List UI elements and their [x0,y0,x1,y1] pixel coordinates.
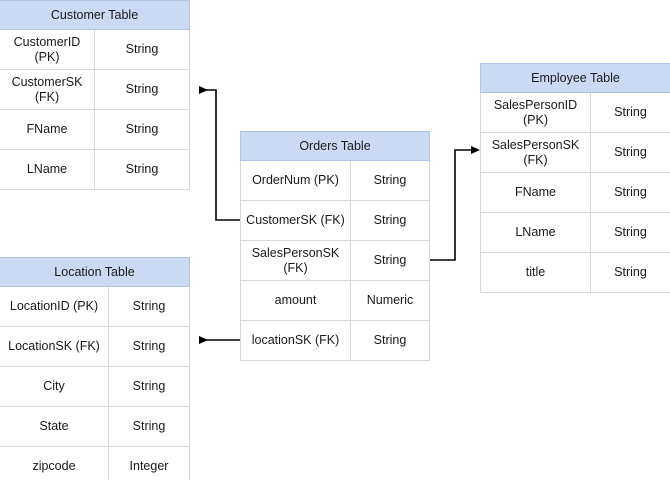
field-type-cell: String [590,173,670,213]
field-name-cell: City [0,367,108,407]
field-type-cell: String [94,150,190,190]
table-row: CustomerID (PK) String [0,30,190,70]
field-type-cell: String [350,201,430,241]
table-row: CustomerSK (FK) String [240,201,430,241]
table-row: LName String [480,213,670,253]
field-type-cell: String [350,241,430,281]
field-type-cell: String [590,133,670,173]
field-name-cell: SalesPersonID (PK) [480,93,590,133]
field-type-cell: Integer [108,447,190,480]
entity-title-location: Location Table [0,257,190,287]
field-type-cell: String [590,253,670,293]
field-type-cell: String [350,321,430,361]
field-type-cell: Numeric [350,281,430,321]
field-type-cell: String [94,30,190,70]
field-name-cell: CustomerID (PK) [0,30,94,70]
field-name-cell: OrderNum (PK) [240,161,350,201]
connector-orders-to-employee[interactable] [430,146,480,261]
field-name-cell: FName [0,110,94,150]
table-row: OrderNum (PK) String [240,161,430,201]
field-type-cell: String [590,213,670,253]
field-type-cell: String [94,110,190,150]
field-name-cell: SalesPersonSK (FK) [240,241,350,281]
field-name-cell: LocationID (PK) [0,287,108,327]
field-name-cell: LocationSK (FK) [0,327,108,367]
field-name-cell: amount [240,281,350,321]
field-name-cell: locationSK (FK) [240,321,350,361]
table-row: LName String [0,150,190,190]
table-row: SalesPersonSK (FK) String [480,133,670,173]
entity-rows-employee: SalesPersonID (PK) String SalesPersonSK … [480,93,670,293]
connector-orders-to-customer[interactable] [199,86,240,221]
table-row: FName String [480,173,670,213]
field-type-cell: String [94,70,190,110]
field-name-cell: zipcode [0,447,108,480]
entity-rows-orders: OrderNum (PK) String CustomerSK (FK) Str… [240,161,430,361]
entity-rows-customer: CustomerID (PK) String CustomerSK (FK) S… [0,30,190,190]
field-name-cell: LName [0,150,94,190]
entity-location-table[interactable]: Location Table LocationID (PK) String Lo… [0,257,190,480]
table-row: LocationSK (FK) String [0,327,190,367]
field-name-cell: State [0,407,108,447]
table-row: State String [0,407,190,447]
field-name-cell: CustomerSK (FK) [240,201,350,241]
entity-title-customer: Customer Table [0,0,190,30]
entity-rows-location: LocationID (PK) String LocationSK (FK) S… [0,287,190,480]
table-row: LocationID (PK) String [0,287,190,327]
field-type-cell: String [108,327,190,367]
table-row: zipcode Integer [0,447,190,480]
field-type-cell: String [590,93,670,133]
entity-title-employee: Employee Table [480,63,670,93]
field-name-cell: LName [480,213,590,253]
table-row: SalesPersonSK (FK) String [240,241,430,281]
table-row: CustomerSK (FK) String [0,70,190,110]
table-row: amount Numeric [240,281,430,321]
field-name-cell: SalesPersonSK (FK) [480,133,590,173]
field-type-cell: String [350,161,430,201]
field-name-cell: FName [480,173,590,213]
field-name-cell: title [480,253,590,293]
field-type-cell: String [108,407,190,447]
table-row: locationSK (FK) String [240,321,430,361]
table-row: City String [0,367,190,407]
field-type-cell: String [108,367,190,407]
table-row: SalesPersonID (PK) String [480,93,670,133]
entity-title-orders: Orders Table [240,131,430,161]
entity-employee-table[interactable]: Employee Table SalesPersonID (PK) String… [480,63,670,293]
field-type-cell: String [108,287,190,327]
entity-customer-table[interactable]: Customer Table CustomerID (PK) String Cu… [0,0,190,190]
field-name-cell: CustomerSK (FK) [0,70,94,110]
entity-orders-table[interactable]: Orders Table OrderNum (PK) String Custom… [240,131,430,361]
table-row: title String [480,253,670,293]
table-row: FName String [0,110,190,150]
